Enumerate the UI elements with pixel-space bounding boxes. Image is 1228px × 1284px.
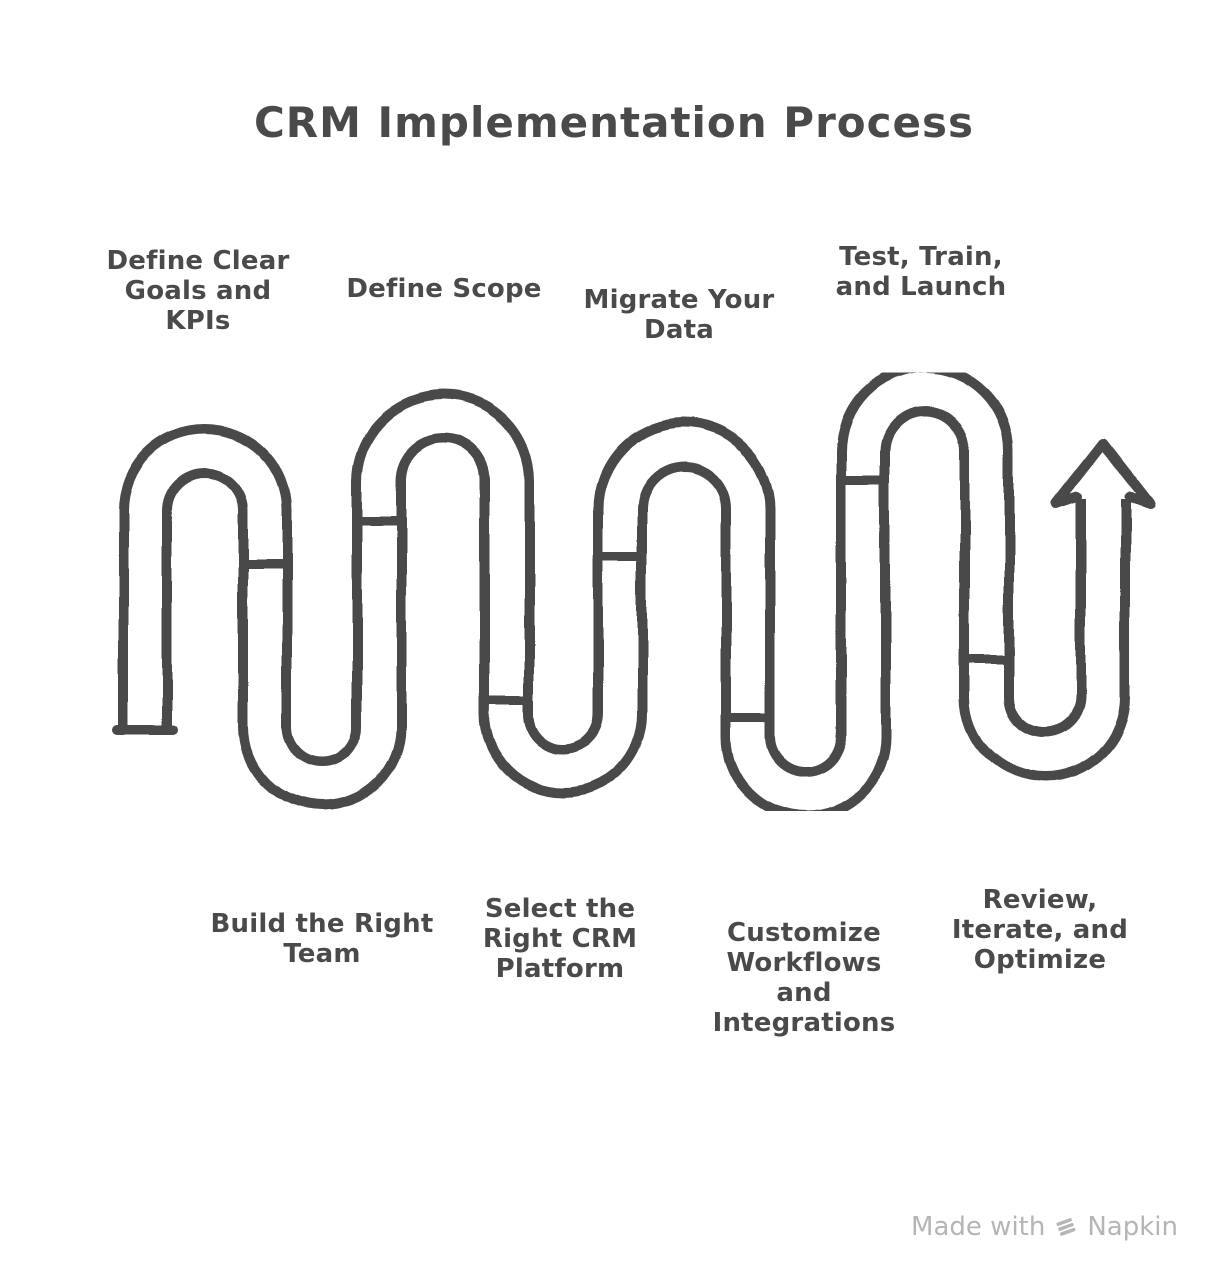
segment-dividers xyxy=(238,474,1014,724)
napkin-watermark: Made with Napkin xyxy=(911,1212,1178,1242)
step-3-label: Define Scope xyxy=(346,274,542,304)
step-8-label: Review, Iterate, and Optimize xyxy=(951,885,1129,975)
napkin-logo-icon xyxy=(1056,1218,1076,1236)
diagram-title: CRM Implementation Process xyxy=(253,98,975,147)
arrowhead-icon xyxy=(1051,439,1155,509)
step-5-label: Migrate Your Data xyxy=(583,285,775,345)
step-7-label: Test, Train, and Launch xyxy=(835,242,1007,302)
step-1-label: Define Clear Goals and KPIs xyxy=(106,246,290,336)
step-6-label: Customize Workflows and Integrations xyxy=(712,918,896,1038)
step-2-label: Build the Right Team xyxy=(210,909,434,969)
watermark-brand: Napkin xyxy=(1087,1212,1178,1242)
watermark-prefix: Made with xyxy=(911,1212,1046,1242)
step-4-label: Select the Right CRM Platform xyxy=(482,894,638,984)
process-path-channel xyxy=(128,372,1120,812)
